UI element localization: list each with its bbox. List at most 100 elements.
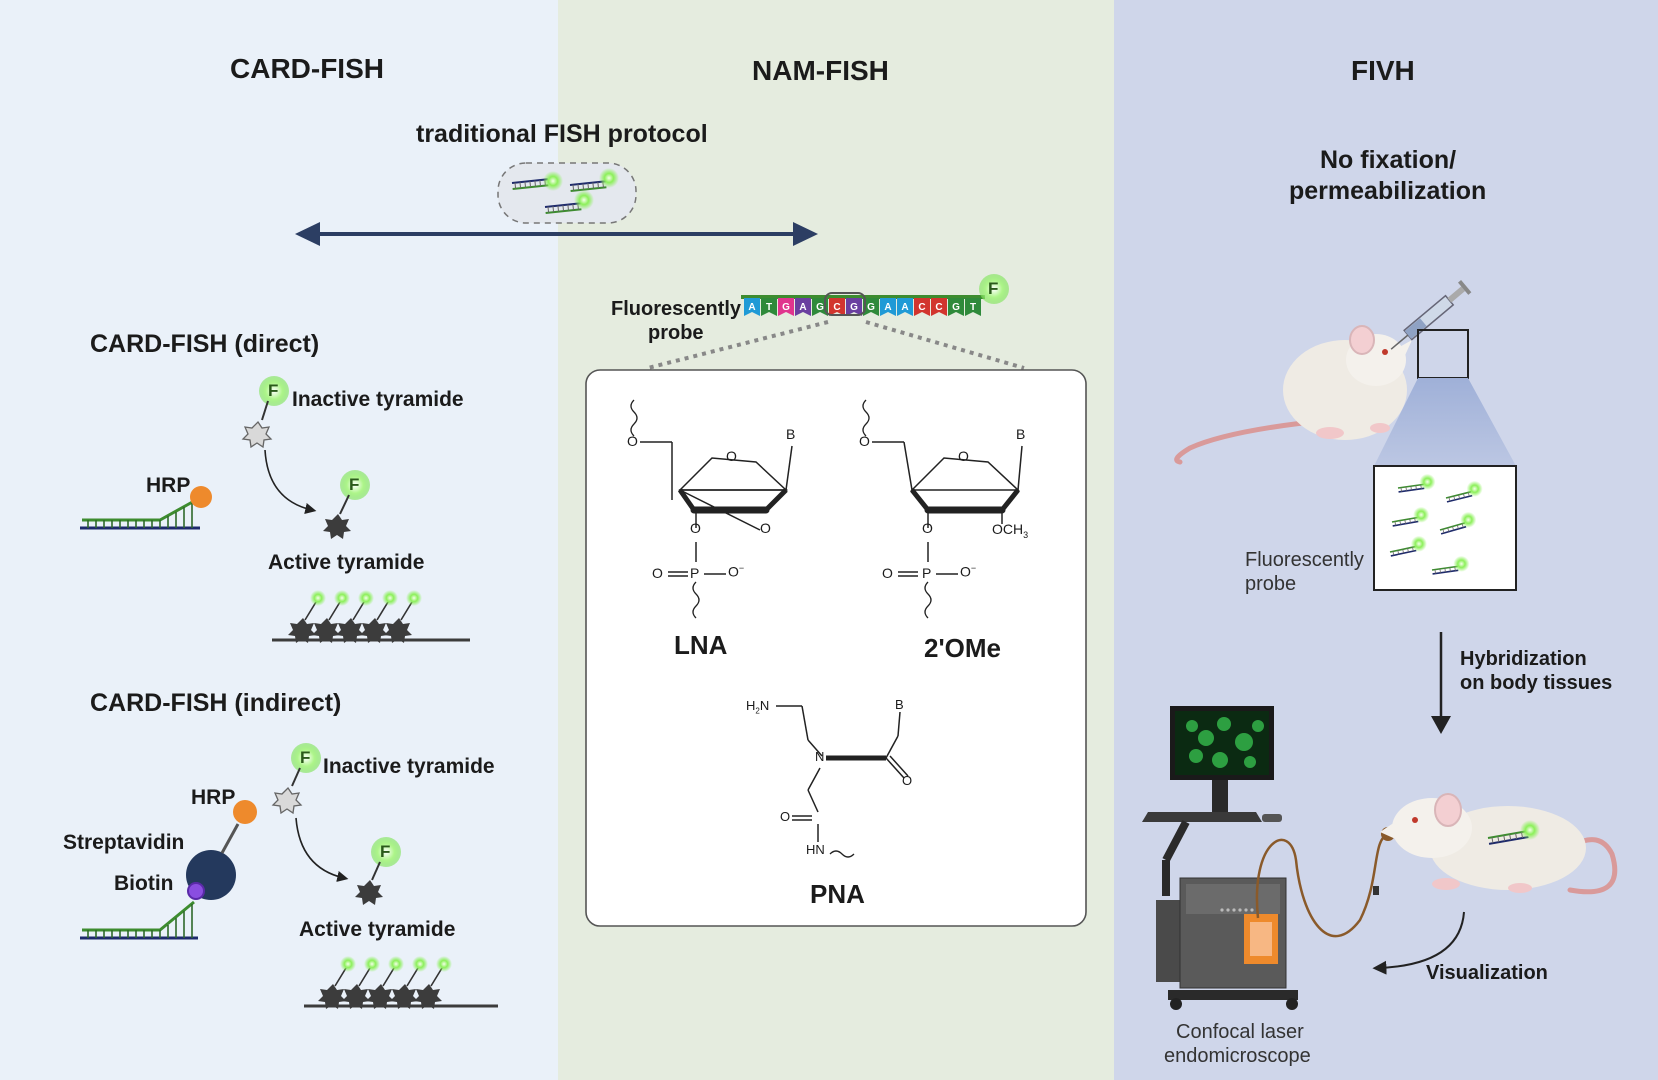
active-tyramide-label-direct: Active tyramide [268, 551, 425, 574]
probe-base-letter: G [867, 302, 875, 313]
card-fish-direct-heading: CARD-FISH (direct) [90, 330, 320, 358]
probe-zoom-connector [647, 292, 1025, 370]
card-fish-direct-diagram [80, 376, 470, 643]
pna-atom-n: N [815, 749, 825, 764]
probe-base-block [965, 298, 981, 316]
probe-base-letter: G [952, 302, 960, 313]
lna-atom-o-ring: O [726, 448, 737, 464]
probe-base-block [795, 298, 811, 316]
probe-fluorophore [979, 274, 1009, 304]
probe-base-block [897, 298, 913, 316]
probe-base-letter: T [970, 302, 976, 313]
pna-atom-h2n: H2N [746, 698, 770, 716]
probe-base-block [914, 298, 930, 316]
card-fish-indirect-diagram [80, 743, 498, 1009]
probe-base-block [761, 298, 777, 316]
ome-label: 2'OMe [924, 633, 1001, 663]
probe-base-letter: A [884, 302, 891, 313]
fivh-probe-label-line1: Fluorescently [1245, 549, 1364, 571]
lna-structure [630, 399, 793, 619]
fivh-subtitle-line1: No fixation/ [1320, 146, 1457, 174]
lna-label: LNA [674, 630, 728, 660]
probe-base-block [880, 298, 896, 316]
probe-base-block [948, 298, 964, 316]
fluor-tag-indirect-active: F [380, 842, 391, 861]
tissue-probe [1391, 506, 1430, 527]
biotin-label: Biotin [114, 872, 174, 895]
probe-base-block [744, 298, 760, 316]
fivh-probe-label-line2: probe [1245, 573, 1297, 595]
nam-fish-title: NAM-FISH [752, 55, 889, 86]
protocol-double-arrow [295, 222, 818, 246]
visualization-arrow [1372, 911, 1465, 975]
probe-base-letter: A [901, 302, 908, 313]
nam-probe-fluor-tag: F [988, 279, 999, 298]
lna-atom-o-bridge: O [760, 520, 771, 536]
probe-base-letter: A [748, 302, 755, 313]
lna-atom-b: B [786, 426, 796, 442]
probe-base-letter: T [766, 302, 772, 313]
probe-base-block [863, 298, 879, 316]
card-fish-panel [0, 0, 558, 1080]
lna-atom-o-double: O [652, 565, 663, 581]
probe-base-letter: G [850, 302, 858, 313]
nam-probe-label-line1: Fluorescently [611, 298, 742, 320]
probe-base-block [846, 298, 862, 316]
probe-base-letter: G [816, 302, 824, 313]
inactive-tyramide-label-indirect: Inactive tyramide [323, 755, 495, 778]
tissue-probe [1431, 555, 1470, 575]
lna-atom-o-minus: O− [728, 563, 745, 580]
pna-atom-o-amide: O [780, 809, 791, 824]
hrp-label-direct: HRP [146, 474, 191, 497]
probe-base-letter: C [935, 302, 942, 313]
tissue-probe [1439, 511, 1477, 535]
tissue-probes [1389, 473, 1483, 575]
fluor-tag-direct-inactive: F [268, 381, 279, 400]
streptavidin-label: Streptavidin [63, 831, 185, 854]
card-fish-title: CARD-FISH [230, 53, 384, 84]
hybridization-label-line2: on body tissues [1460, 672, 1613, 694]
ome-atom-o-ring: O [958, 448, 969, 464]
probe-base-letter: C [833, 302, 840, 313]
ome-atom-p: P [922, 565, 932, 581]
hybridization-label-line1: Hybridization [1460, 648, 1587, 670]
protocol-label: traditional FISH protocol [416, 120, 708, 148]
lna-atom-p: P [690, 565, 700, 581]
ome-structure [862, 399, 1023, 619]
pna-atom-o-carbonyl: O [902, 773, 913, 788]
probe-base-letter: G [782, 302, 790, 313]
ome-atom-o-3prime: O [922, 520, 933, 536]
lna-atom-o-3prime: O [690, 520, 701, 536]
probe-base-letter: A [799, 302, 806, 313]
tissue-probe [1397, 473, 1436, 493]
lna-atom-o-5prime: O [627, 433, 638, 449]
mouse-visualization-illustration [1380, 793, 1618, 895]
fluor-tag-indirect-inactive: F [300, 748, 311, 767]
chemistry-box [585, 369, 1087, 927]
tissue-probe [1445, 480, 1483, 503]
pna-structure [776, 705, 909, 858]
visualization-label: Visualization [1426, 962, 1548, 984]
ome-atom-och3: OCH3 [992, 521, 1029, 540]
probe-base-letter: C [918, 302, 925, 313]
fivh-subtitle-line2: permeabilization [1289, 177, 1487, 205]
ome-atom-b: B [1016, 426, 1026, 442]
ome-atom-o-double: O [882, 565, 893, 581]
tissue-probe [1389, 535, 1427, 557]
hybridization-arrow [1431, 632, 1451, 734]
pna-label: PNA [810, 879, 865, 909]
hrp-label-indirect: HRP [191, 786, 236, 809]
pna-atom-b: B [895, 697, 904, 712]
endomicroscope-label-line2: endomicroscope [1164, 1045, 1311, 1067]
inactive-tyramide-label-direct: Inactive tyramide [292, 388, 464, 411]
endomicroscope-label-line1: Confocal laser [1176, 1021, 1304, 1043]
card-fish-indirect-heading: CARD-FISH (indirect) [90, 689, 342, 717]
fivh-title: FIVH [1351, 55, 1415, 86]
confocal-endomicroscope [1142, 706, 1395, 1010]
ome-atom-o-5prime: O [859, 433, 870, 449]
protocol-probe-cluster [497, 162, 637, 224]
nam-probe-label-line2: probe [648, 322, 704, 344]
pna-atom-hn: HN [806, 842, 825, 857]
